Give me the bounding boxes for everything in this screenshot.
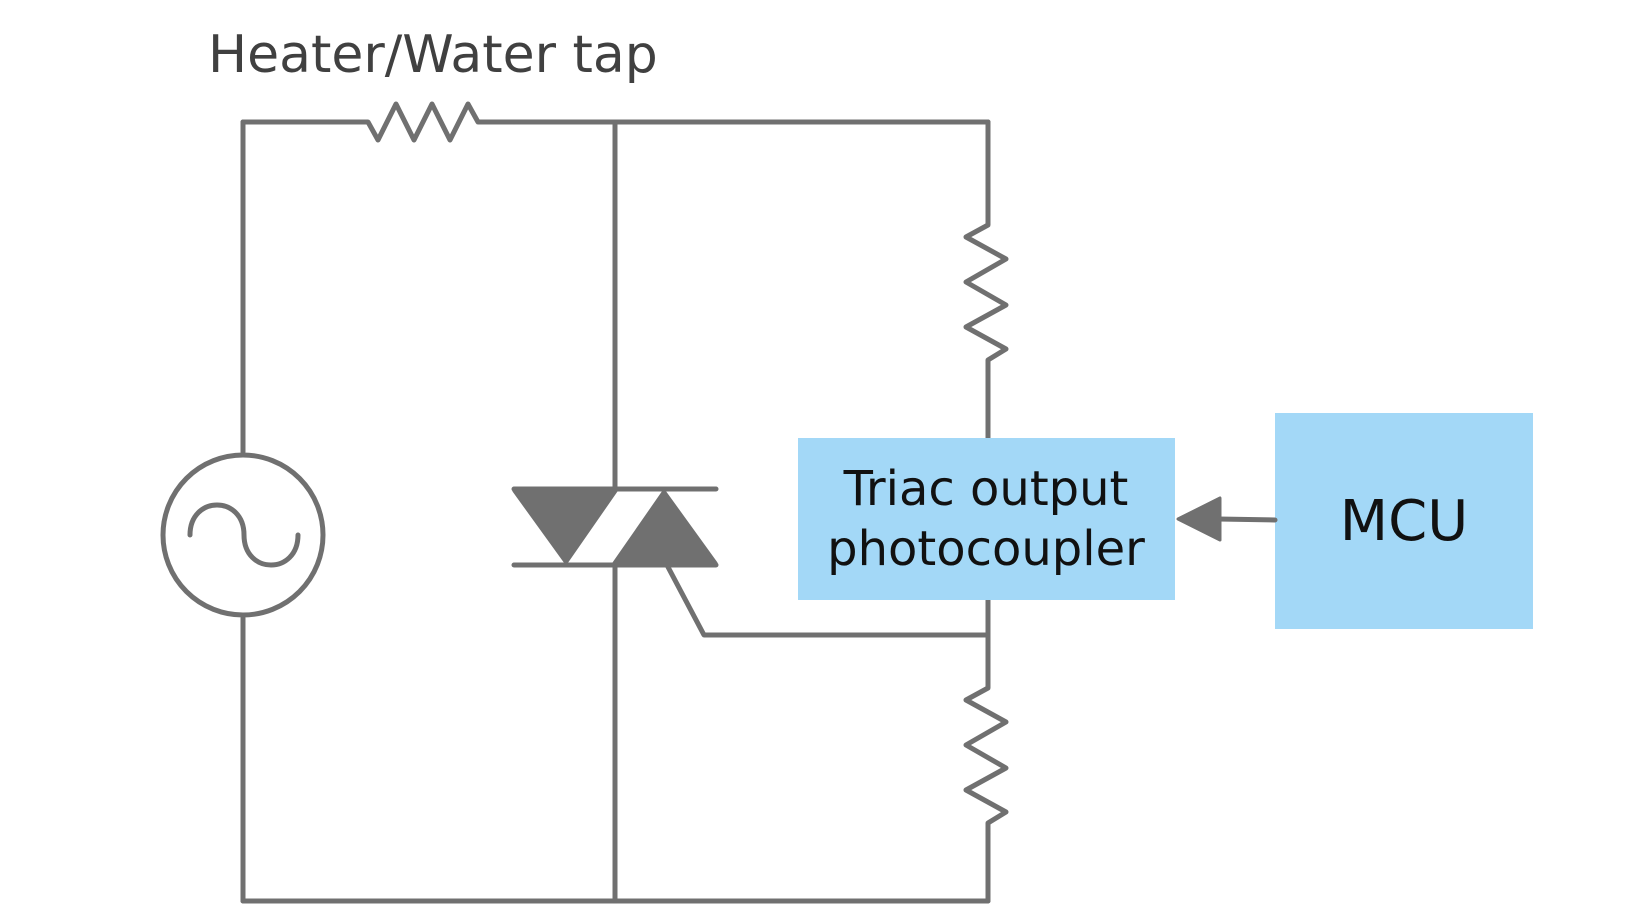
- photocoupler-block: Triac output photocoupler: [798, 438, 1175, 600]
- photocoupler-label-line2: photocoupler: [827, 521, 1145, 577]
- photocoupler-label-line1: Triac output: [843, 461, 1129, 517]
- ac-source-icon: [160, 452, 326, 618]
- load-label: Heater/Water tap: [208, 25, 658, 85]
- triac: [511, 486, 991, 638]
- triac-triangle-left: [512, 489, 618, 565]
- triac-gate-lead: [665, 564, 991, 638]
- load-resistor: [327, 101, 518, 143]
- signal-arrow: [1176, 496, 1278, 542]
- mcu-label: MCU: [1340, 489, 1468, 554]
- gate-resistor-bottom: [963, 645, 1009, 838]
- gate-resistor-top: [963, 187, 1009, 375]
- triac-triangle-right: [612, 489, 718, 565]
- main-loop-wires: [240, 101, 991, 904]
- mcu-block: MCU: [1275, 413, 1533, 629]
- gate-resistor-network: [963, 119, 1009, 904]
